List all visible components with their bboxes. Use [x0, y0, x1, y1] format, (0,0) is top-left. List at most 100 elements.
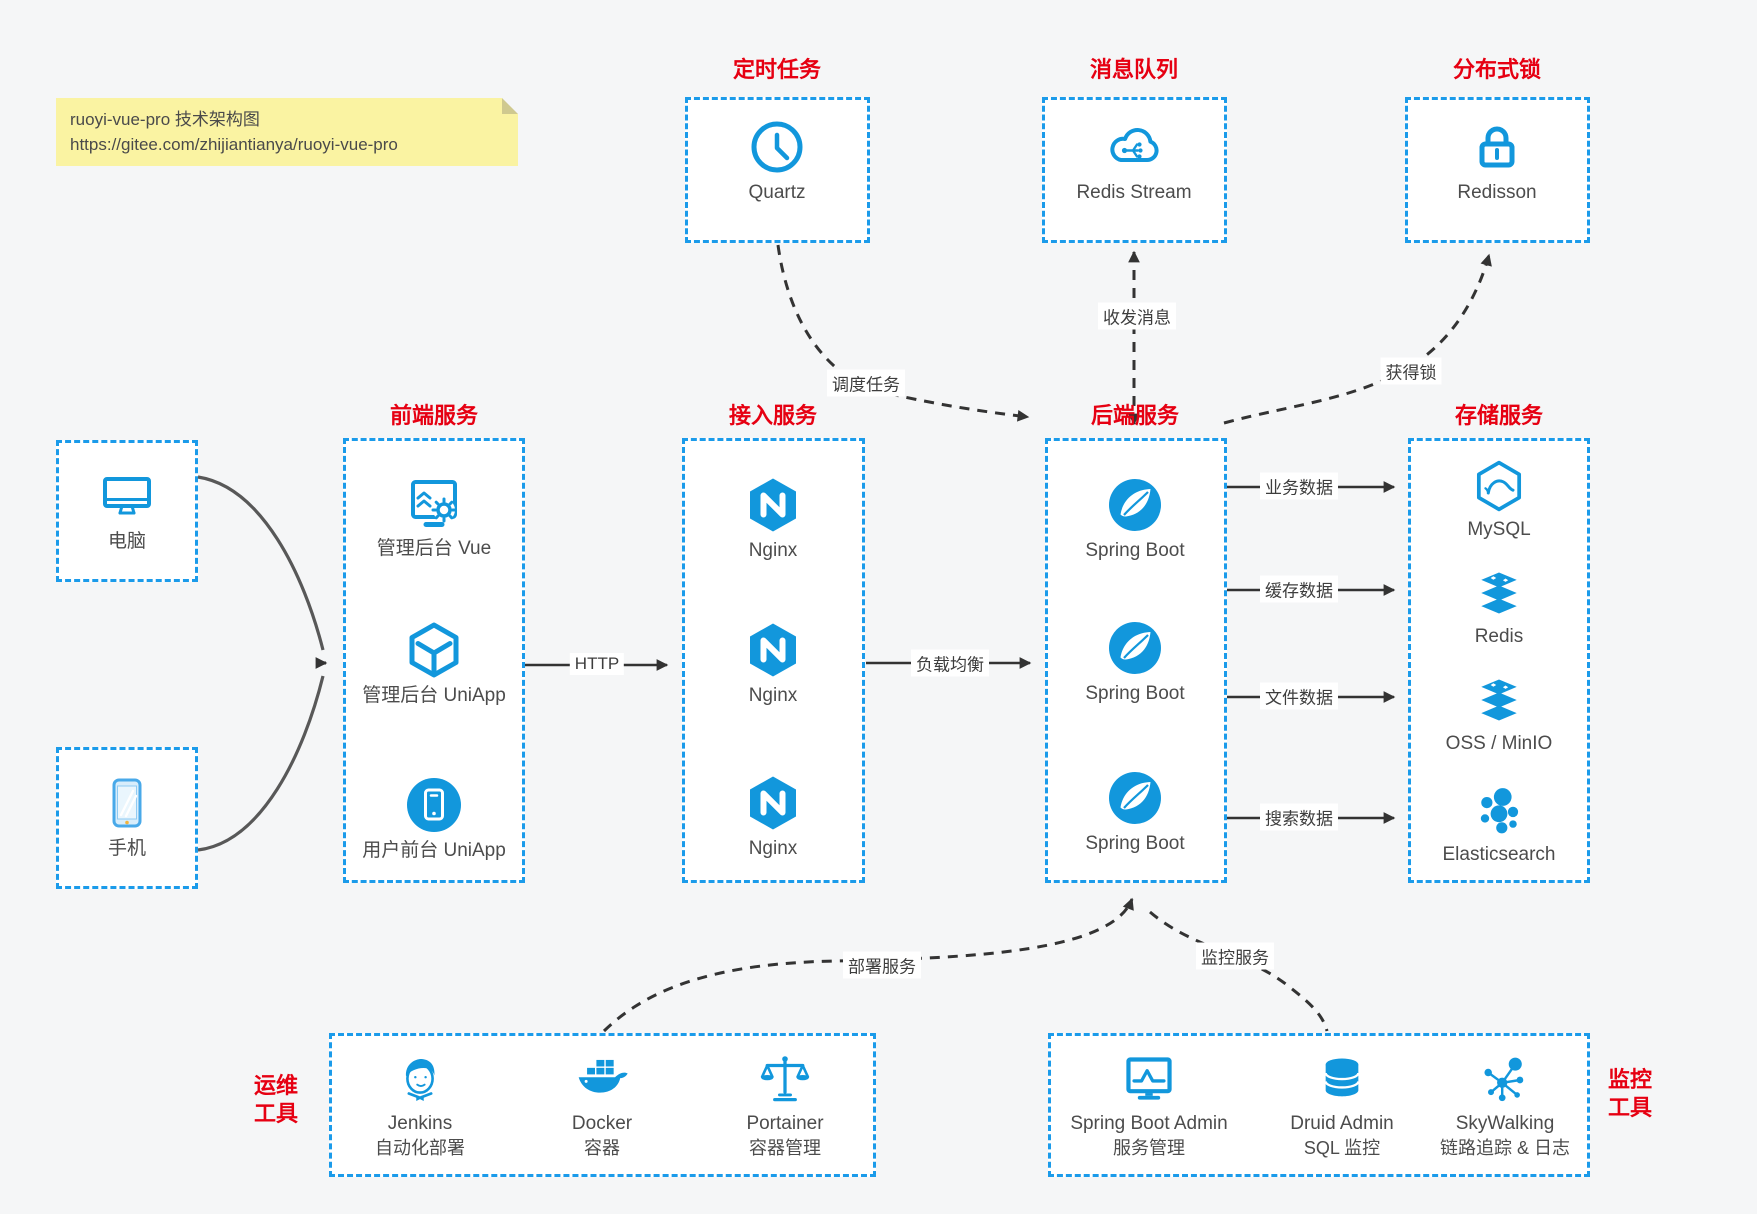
- node-admin-vue: 管理后台 Vue: [344, 473, 524, 561]
- edge-label-load-balance: 负载均衡: [911, 649, 989, 677]
- node-nginx-2: Nginx: [683, 620, 863, 708]
- portainer-icon: [760, 1056, 810, 1102]
- node-druid-admin: Druid Admin SQL 监控: [1247, 1052, 1437, 1160]
- node-spring-boot-3: Spring Boot: [1045, 768, 1225, 856]
- node-mysql: MySQL: [1409, 458, 1589, 542]
- node-label: Spring Boot: [1085, 683, 1185, 704]
- note-url: https://gitee.com/zhijiantianya/ruoyi-vu…: [70, 135, 398, 154]
- sticky-note: ruoyi-vue-pro 技术架构图 https://gitee.com/zh…: [56, 98, 518, 166]
- cube-icon: [409, 622, 459, 678]
- node-label: Nginx: [748, 540, 798, 561]
- node-nginx-3: Nginx: [683, 773, 863, 861]
- topology-icon: [1484, 1057, 1524, 1102]
- node-sublabel: 容器: [584, 1138, 620, 1158]
- node-sublabel: 服务管理: [1113, 1138, 1185, 1158]
- edge-label-schedule: 调度任务: [827, 369, 905, 397]
- node-label: 电脑: [107, 531, 146, 552]
- group-title-backend: 后端服务: [1090, 403, 1180, 428]
- note-title: ruoyi-vue-pro 技术架构图: [70, 110, 260, 129]
- node-label: MySQL: [1467, 519, 1531, 540]
- edge-pc-to-frontend: [197, 475, 325, 651]
- edge-label-lock: 获得锁: [1380, 357, 1442, 385]
- node-label: Spring Boot: [1085, 540, 1185, 561]
- ops-title-line1: 运维: [253, 1073, 298, 1098]
- node-pc: 电脑: [47, 466, 207, 554]
- group-box-mq: [1042, 97, 1227, 243]
- monitor-title-line2: 工具: [1608, 1095, 1653, 1120]
- node-label: Spring Boot Admin: [1070, 1113, 1228, 1134]
- group-title-ops: 运维 工具: [252, 1072, 298, 1128]
- database-icon: [1324, 1058, 1360, 1097]
- node-redis-stream: Redis Stream: [1044, 117, 1224, 205]
- node-label: 管理后台 Vue: [376, 538, 492, 559]
- ops-title-line2: 工具: [253, 1101, 298, 1126]
- edge-label-monitor: 监控服务: [1196, 942, 1274, 970]
- node-label: 用户前台 UniApp: [362, 840, 506, 861]
- node-label: Spring Boot: [1085, 833, 1185, 854]
- node-sublabel: 链路追踪 & 日志: [1439, 1138, 1570, 1158]
- group-box-pc: [56, 440, 198, 582]
- spring-icon: [1109, 622, 1161, 674]
- elasticsearch-icon: [1480, 788, 1519, 834]
- desktop-icon: [103, 477, 151, 515]
- node-phone: 手机: [47, 773, 207, 861]
- edge-label-file-data: 文件数据: [1260, 682, 1338, 710]
- node-label: Redis Stream: [1076, 182, 1192, 203]
- group-title-scheduled: 定时任务: [732, 57, 822, 82]
- edge-label-search-data: 搜索数据: [1260, 803, 1338, 831]
- node-label: 管理后台 UniApp: [362, 685, 506, 706]
- node-sublabel: SQL 监控: [1303, 1138, 1381, 1158]
- nginx-icon: [750, 623, 796, 677]
- node-skywalking: SkyWalking 链路追踪 & 日志: [1410, 1052, 1600, 1160]
- spring-icon: [1109, 772, 1161, 824]
- node-redisson: Redisson: [1407, 117, 1587, 205]
- node-label: Nginx: [748, 685, 798, 706]
- node-elasticsearch: Elasticsearch: [1409, 783, 1589, 867]
- group-box-lock: [1405, 97, 1590, 243]
- phone-icon: [112, 778, 142, 828]
- node-label: Redis: [1474, 626, 1524, 647]
- node-nginx-1: Nginx: [683, 475, 863, 563]
- edge-monitor-curve: [1149, 910, 1329, 1032]
- clock-icon: [751, 121, 803, 173]
- monitor-title-line1: 监控: [1608, 1067, 1653, 1092]
- nginx-icon: [750, 776, 796, 830]
- group-title-mq: 消息队列: [1089, 57, 1179, 82]
- node-spring-boot-2: Spring Boot: [1045, 618, 1225, 706]
- edge-label-biz-data: 业务数据: [1260, 472, 1338, 500]
- admin-web-icon: [411, 480, 457, 527]
- node-label: Druid Admin: [1290, 1113, 1394, 1134]
- node-portainer: Portainer 容器管理: [700, 1052, 870, 1160]
- mysql-icon: [1476, 460, 1522, 512]
- node-label: OSS / MinIO: [1445, 733, 1553, 754]
- edge-phone-to-frontend: [197, 675, 325, 852]
- jenkins-icon: [405, 1058, 435, 1101]
- redis-stack-icon: [1481, 572, 1517, 614]
- edge-lock-curve: [1223, 253, 1492, 425]
- group-title-gateway: 接入服务: [728, 403, 818, 428]
- node-label: Nginx: [748, 838, 798, 859]
- edge-label-message: 收发消息: [1098, 302, 1176, 330]
- node-spring-boot-admin: Spring Boot Admin 服务管理: [1054, 1052, 1244, 1160]
- node-label: Docker: [571, 1113, 633, 1134]
- cloud-network-icon: [1110, 128, 1159, 163]
- node-quartz: Quartz: [687, 117, 867, 205]
- monitor-chart-icon: [1126, 1057, 1172, 1100]
- mobile-app-icon: [407, 778, 461, 832]
- oss-stack-icon: [1481, 679, 1517, 721]
- node-label: Portainer: [746, 1113, 824, 1134]
- group-title-monitor: 监控 工具: [1608, 1066, 1652, 1122]
- node-docker: Docker 容器: [517, 1052, 687, 1160]
- edge-label-deploy: 部署服务: [843, 951, 921, 979]
- node-jenkins: Jenkins 自动化部署: [335, 1052, 505, 1160]
- node-redis: Redis: [1409, 565, 1589, 649]
- group-title-storage: 存储服务: [1454, 403, 1544, 428]
- node-user-uniapp: 用户前台 UniApp: [344, 775, 524, 863]
- node-label: Elasticsearch: [1442, 844, 1556, 865]
- node-sublabel: 容器管理: [749, 1138, 821, 1158]
- node-label: Redisson: [1457, 182, 1537, 203]
- group-box-monitor: [1048, 1033, 1590, 1177]
- nginx-icon: [750, 478, 796, 532]
- docker-icon: [578, 1059, 628, 1093]
